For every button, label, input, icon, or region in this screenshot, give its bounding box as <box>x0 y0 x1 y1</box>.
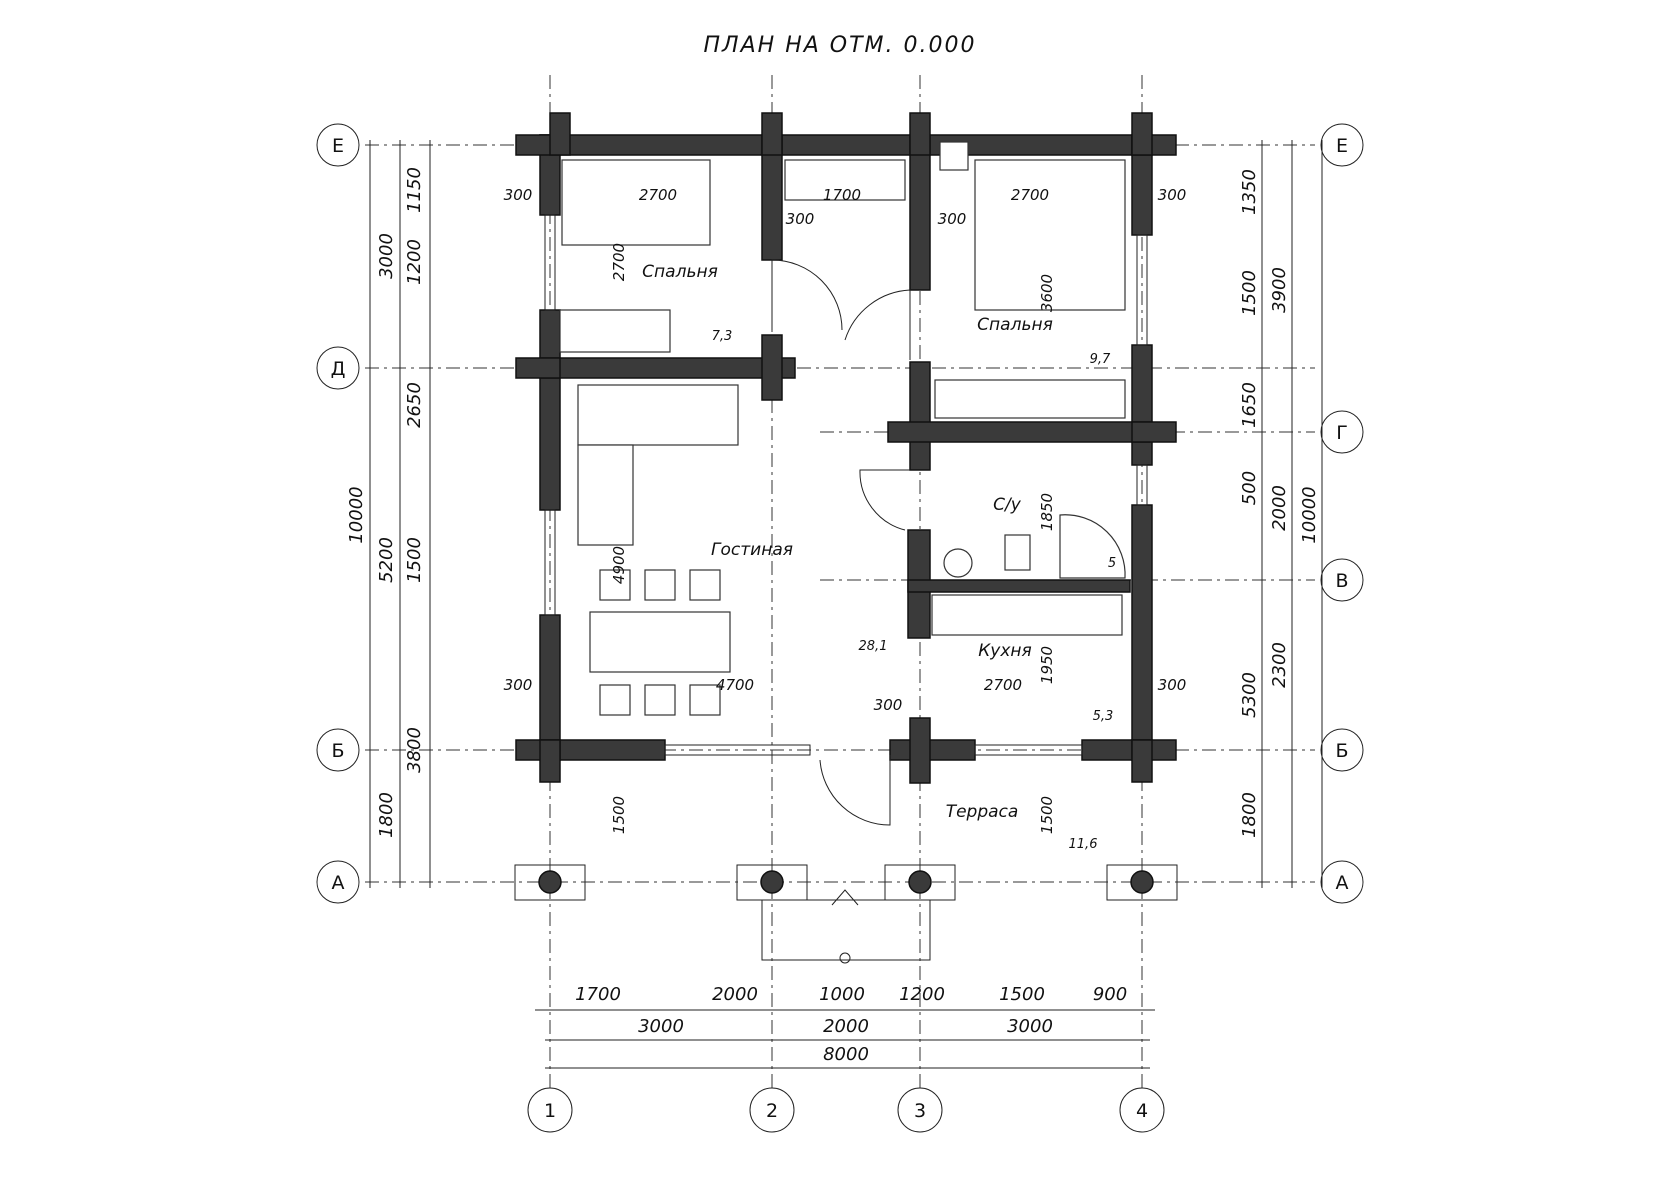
svg-text:1650: 1650 <box>1239 382 1260 428</box>
room-kitchen: Кухня <box>978 641 1032 661</box>
room-living: Гостиная <box>711 540 793 560</box>
room-terrace: Терраса <box>946 802 1019 822</box>
doors <box>771 259 911 826</box>
svg-text:1150: 1150 <box>404 167 425 213</box>
axis-col-4: 4 <box>1136 1100 1148 1122</box>
svg-text:1950: 1950 <box>1038 646 1056 684</box>
svg-text:500: 500 <box>1239 471 1260 505</box>
axis-grid <box>365 75 1315 1090</box>
svg-text:900: 900 <box>1093 984 1127 1005</box>
svg-text:300: 300 <box>504 676 533 694</box>
svg-text:300: 300 <box>786 210 815 228</box>
svg-text:300: 300 <box>1158 186 1187 204</box>
interior-dims: 300 2700 1700 300 300 2700 300 300 4700 … <box>504 186 1187 834</box>
svg-text:10000: 10000 <box>346 486 367 543</box>
terrace-columns <box>514 864 1178 964</box>
svg-text:1850: 1850 <box>1038 493 1056 531</box>
svg-text:2650: 2650 <box>404 382 425 428</box>
svg-text:300: 300 <box>504 186 533 204</box>
svg-text:10000: 10000 <box>1299 486 1320 543</box>
svg-text:2700: 2700 <box>984 676 1022 694</box>
area-kitchen: 5,3 <box>1093 709 1114 724</box>
axis-row-d-left: Д <box>331 358 346 380</box>
plan-title: ПЛАН НА ОТМ. 0.000 <box>704 33 977 58</box>
svg-text:2000: 2000 <box>712 984 758 1005</box>
right-dimensions: 1350 1500 1650 500 5300 1800 3900 2000 2… <box>1239 140 1323 888</box>
furniture <box>559 141 1126 716</box>
svg-text:300: 300 <box>938 210 967 228</box>
svg-text:2000: 2000 <box>823 1016 869 1037</box>
svg-text:300: 300 <box>874 696 903 714</box>
axis-col-1: 1 <box>544 1100 556 1122</box>
svg-text:1800: 1800 <box>1239 792 1260 838</box>
area-terrace: 11,6 <box>1069 837 1098 852</box>
svg-text:3000: 3000 <box>376 233 397 279</box>
svg-text:1500: 1500 <box>999 984 1045 1005</box>
axis-row-e-left: Е <box>332 135 344 157</box>
svg-text:2700: 2700 <box>1011 186 1049 204</box>
svg-text:1200: 1200 <box>404 239 425 285</box>
room-labels: Спальня 7,3 Спальня 9,7 Гостиная 28,1 С/… <box>642 262 1116 852</box>
axis-row-g-right: Г <box>1336 422 1348 444</box>
svg-text:4900: 4900 <box>610 546 628 584</box>
room-bath: С/у <box>993 495 1022 515</box>
area-bath: 5 <box>1108 556 1116 571</box>
left-dimensions: 1150 1200 2650 1500 3800 1800 3000 5200 … <box>346 140 431 888</box>
axis-row-b-left: Б <box>331 740 344 762</box>
axis-row-v-right: В <box>1335 570 1348 592</box>
bottom-dimensions: 1700 2000 1000 1200 1500 900 3000 2000 3… <box>535 984 1155 1069</box>
axis-row-a-right: А <box>1336 872 1349 894</box>
svg-text:8000: 8000 <box>823 1044 869 1065</box>
area-living: 28,1 <box>859 639 888 654</box>
svg-text:300: 300 <box>1158 676 1187 694</box>
svg-text:3600: 3600 <box>1038 274 1056 312</box>
svg-text:3800: 3800 <box>404 727 425 773</box>
axis-row-e-right: Е <box>1336 135 1348 157</box>
svg-text:1200: 1200 <box>899 984 945 1005</box>
svg-text:2000: 2000 <box>1269 485 1290 531</box>
svg-text:1350: 1350 <box>1239 169 1260 215</box>
svg-text:3000: 3000 <box>1007 1016 1053 1037</box>
axis-row-a-left: А <box>332 872 345 894</box>
area-bedroom-left: 7,3 <box>712 329 733 344</box>
svg-text:2700: 2700 <box>610 243 628 281</box>
room-bedroom-left: Спальня <box>642 262 718 282</box>
svg-text:2700: 2700 <box>639 186 677 204</box>
svg-text:1500: 1500 <box>610 796 628 834</box>
area-bedroom-right: 9,7 <box>1090 352 1111 367</box>
svg-text:1800: 1800 <box>376 792 397 838</box>
axis-col-2: 2 <box>766 1100 778 1122</box>
axis-row-b-right: Б <box>1335 740 1348 762</box>
svg-text:4700: 4700 <box>716 676 754 694</box>
walls <box>515 112 1177 784</box>
svg-text:3000: 3000 <box>638 1016 684 1037</box>
svg-text:5200: 5200 <box>376 537 397 583</box>
svg-text:2300: 2300 <box>1269 642 1290 688</box>
svg-text:1500: 1500 <box>404 537 425 583</box>
axis-col-3: 3 <box>914 1100 926 1122</box>
svg-text:1500: 1500 <box>1239 270 1260 316</box>
svg-text:5300: 5300 <box>1239 672 1260 718</box>
svg-text:1700: 1700 <box>823 186 861 204</box>
room-bedroom-right: Спальня <box>977 315 1053 335</box>
svg-text:1700: 1700 <box>575 984 621 1005</box>
svg-text:1500: 1500 <box>1038 796 1056 834</box>
axis-bubbles: Е Д Б А Е Г В Б А 1 2 3 4 <box>316 123 1364 1133</box>
svg-text:3900: 3900 <box>1269 267 1290 313</box>
svg-text:1000: 1000 <box>819 984 865 1005</box>
windows <box>544 214 1148 756</box>
